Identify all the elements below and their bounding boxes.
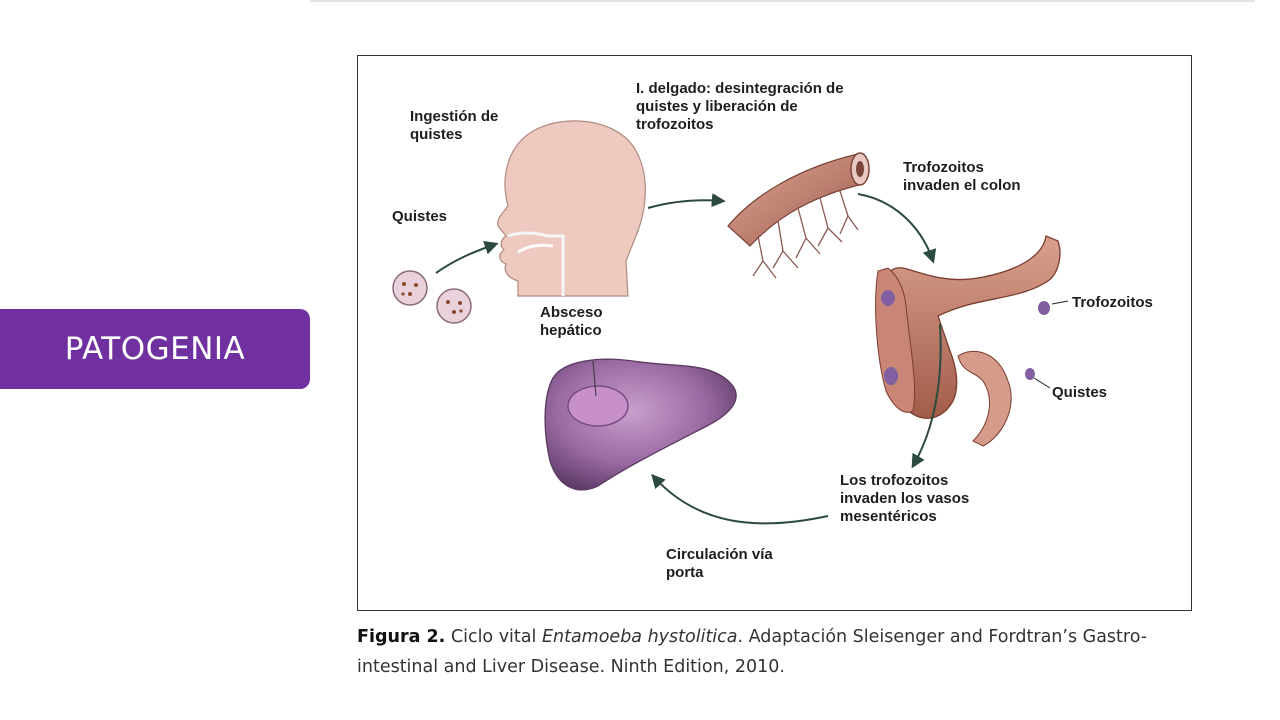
figure-caption: Figura 2. Ciclo vital Entamoeba hystolit…: [357, 622, 1207, 682]
label-quistes-left: Quistes: [392, 208, 448, 225]
caption-text-after: . Adaptación Sleisenger and Fordtran’s G…: [357, 627, 1148, 677]
cyst-icon: [392, 270, 428, 306]
label-vasos: Los trofozoitos invaden los vasos mesent…: [840, 472, 970, 525]
label-circulacion: Circulación vía porta: [666, 546, 773, 581]
small-intestine-illustration: [727, 152, 870, 279]
section-tag-label: PATOGENIA: [64, 331, 246, 367]
life-cycle-figure: Ingestión de quistes Quistes I. delgado:…: [357, 55, 1192, 611]
label-ingestion: Ingestión de quistes: [410, 108, 499, 143]
label-trofozoitos: Trofozoitos: [1072, 294, 1153, 311]
flow-arrows: [435, 193, 942, 525]
label-intestino: I. delgado: desintegración de quistes y …: [636, 80, 844, 133]
top-divider: [310, 0, 1255, 2]
caption-label: Figura 2.: [357, 627, 446, 647]
section-tag-patogenia: PATOGENIA: [0, 309, 310, 389]
colon-illustration: [875, 235, 1069, 447]
label-absceso: Absceso hepático: [540, 304, 603, 339]
label-quistes-right: Quistes: [1052, 384, 1108, 401]
cyst-icon: [436, 288, 472, 324]
life-cycle-illustration: [392, 120, 1069, 525]
head-illustration: [497, 120, 646, 297]
label-invaden-colon: Trofozoitos invaden el colon: [903, 159, 1021, 194]
caption-text-before: Ciclo vital: [445, 627, 542, 647]
liver-illustration: [544, 358, 737, 491]
caption-species: Entamoeba hystolitica: [541, 627, 738, 647]
